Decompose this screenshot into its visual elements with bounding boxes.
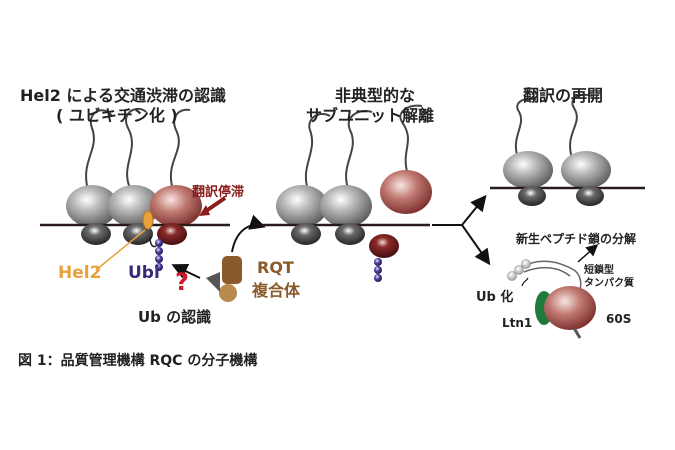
ubi-label: Ubi [128,263,160,283]
large-subunit [66,185,118,227]
ub-recognition-label: Ub の認識 [138,308,212,326]
stall-label: 翻訳停滞 [192,185,245,200]
rqt-complex [222,256,242,284]
small-subunit [576,186,604,206]
large-subunit [320,185,372,227]
transition-arrow-1 [231,214,266,253]
stage2-heading: 非典型的な [334,86,415,105]
nascent-chain [169,108,191,187]
large-subunit [561,151,611,189]
ubiquitin-bead [155,263,163,271]
ltn1-label: Ltn1 [502,316,533,330]
ubiquitin-bead-white [514,265,524,275]
short-protein-label-2: タンパク質 [584,278,634,289]
rqt-complex-label: 複合体 [252,281,301,300]
small-subunit-stalled [157,223,187,245]
ub-arrow [521,277,529,287]
figure-caption: 図 1：品質管理機構 RQC の分子機構 [18,353,258,369]
ub-ka-label: Ub 化 [476,290,514,305]
stage3-group [490,93,645,339]
60s-subunit [544,286,596,330]
nascent-chain [304,112,331,191]
peptide-chain [523,266,571,277]
large-subunit [276,185,328,227]
ubiquitin-bead-white [521,259,531,269]
question-mark: ? [175,268,189,296]
stage3-heading: 翻訳の再開 [523,86,604,105]
short-protein-label: 短鎖型 [584,265,614,276]
small-subunit [81,223,111,245]
large-subunit-stalled [150,185,202,227]
ubiquitin-bead [155,255,163,263]
stage1-subheading: ( ユビキチン化 ) [56,106,178,125]
peptide-arrow [577,244,599,263]
ubiquitin-bead [374,266,382,274]
dissociated-small-subunit [369,234,399,258]
hel2-label: Hel2 [58,263,102,283]
ubiquitin-bead-white [507,271,517,281]
nascent-chain [125,107,147,189]
ubiquitin-bead [155,239,163,247]
exit-tunnel [572,327,582,339]
stage2-group [262,104,491,282]
nascent-chain [569,93,593,159]
large-subunit [503,151,553,189]
fork-arrow-down [461,224,491,266]
hel2-protein [142,210,154,230]
stage1-heading: Hel2 による交通渋滞の認識 [20,86,226,105]
ubiquitin-bead [374,258,382,266]
small-subunit [335,223,365,245]
stage2-subheading: サブユニット解離 [305,106,434,125]
recognition-arrow [171,263,201,279]
dissociated-large-subunit [380,170,432,214]
nascent-chain [345,110,373,189]
ubiquitin-hook [149,236,157,248]
ubiquitin-bead [155,247,163,255]
peptide-chain [519,260,582,291]
60s-label: 60S [606,312,632,326]
nascent-chain [399,104,423,176]
ubiquitin-bead [374,274,382,282]
nascent-chain [515,97,537,159]
rqt-notch [206,272,220,292]
stage1-group [40,107,266,302]
hel2-pointer [95,229,146,271]
peptide-degradation-label: 新生ペプチド鎖の分解 [516,232,637,246]
rqt-subunit [219,284,237,302]
nascent-chain [85,109,113,191]
rqt-label: RQT [257,258,294,277]
small-subunit [291,223,321,245]
fork-arrow-up [461,194,487,226]
small-subunit [518,186,546,206]
